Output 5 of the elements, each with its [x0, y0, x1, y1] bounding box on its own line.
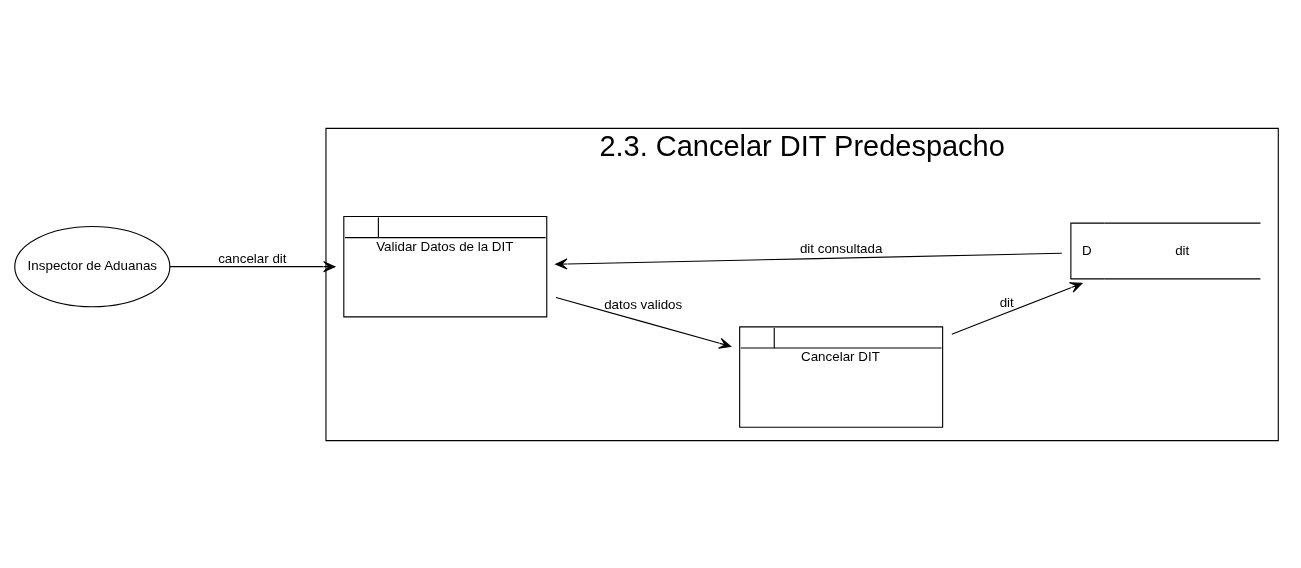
edge-label: cancelar dit	[217, 250, 287, 266]
edge-label: dit consultada	[799, 240, 882, 256]
edge-label: datos validos	[603, 296, 682, 312]
node-text: D dit	[1081, 242, 1189, 257]
edge-label: dit	[999, 294, 1014, 310]
